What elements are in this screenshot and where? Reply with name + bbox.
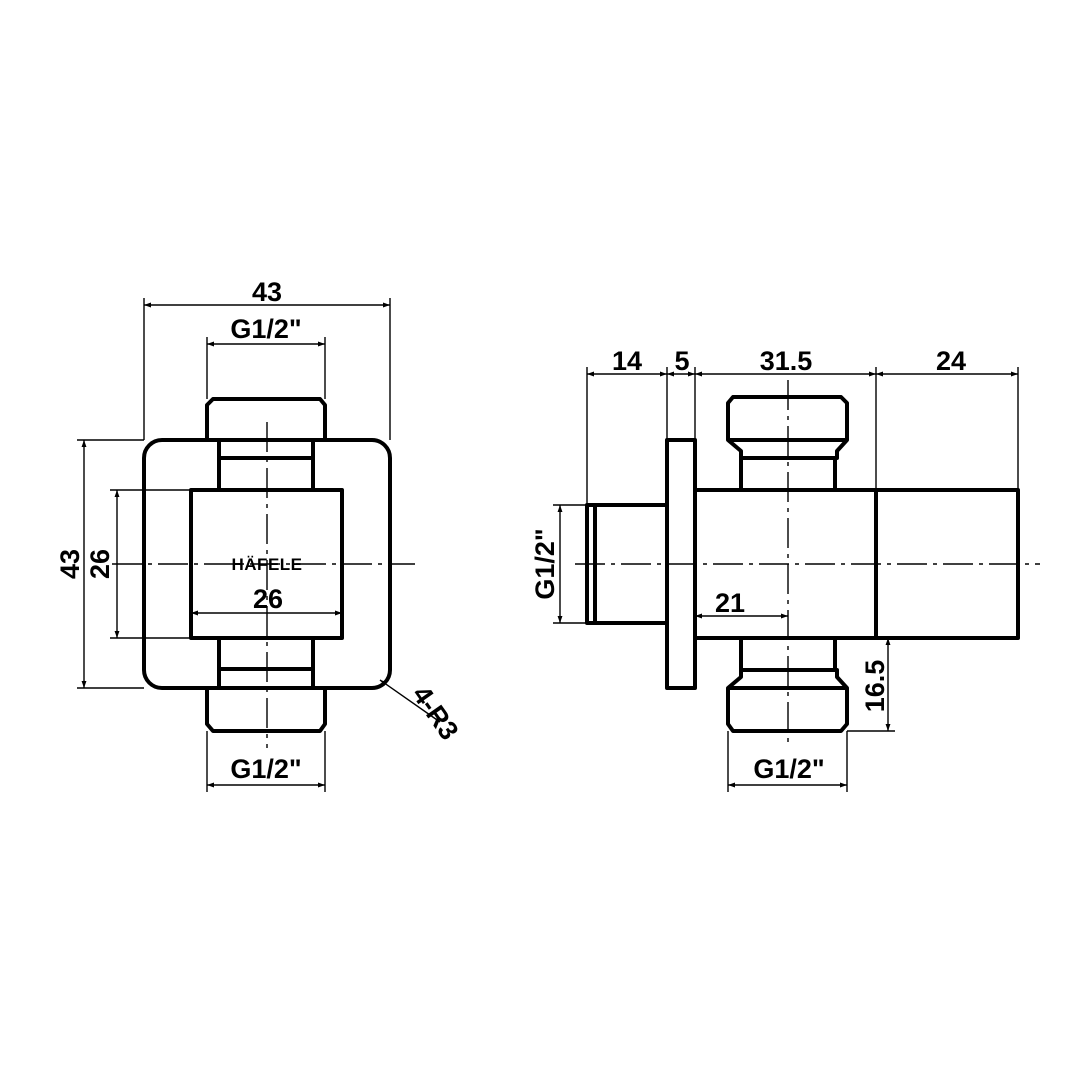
corner-radius-label: 4-R3 — [406, 680, 464, 745]
side-view: 14 5 31.5 24 G1/2" 21 16.5 G1/2" — [530, 346, 1040, 792]
dim-outlet-thread-label: G1/2" — [753, 754, 824, 784]
side-bottom-connector — [726, 638, 849, 733]
dim-inlet-thread-label: G1/2" — [530, 528, 560, 599]
dim-inner-length-21-label: 21 — [715, 588, 745, 618]
dim-inlet-length-label: 14 — [612, 346, 642, 376]
front-bottom-connector — [205, 638, 327, 733]
dim-width-43-label: 43 — [252, 277, 282, 307]
brand-logo-text: HÄFELE — [232, 555, 303, 574]
dim-top-thread-label: G1/2" — [230, 314, 301, 344]
dim-inner-width-26-label: 26 — [253, 584, 283, 614]
dim-bottom-thread-label: G1/2" — [230, 754, 301, 784]
dim-handle-length-label: 24 — [936, 346, 966, 376]
dim-height-43-label: 43 — [55, 549, 85, 579]
front-top-connector — [205, 397, 327, 490]
dim-flange-thickness-label: 5 — [674, 346, 689, 376]
front-inner-square — [189, 488, 344, 640]
front-view: HÄFELE 43 G1/2" G1/2" 43 26 26 4-R3 — [55, 277, 464, 792]
dim-inner-height-26-label: 26 — [85, 549, 115, 579]
corner-radius-leader — [379, 679, 441, 723]
dim-body-length-label: 31.5 — [760, 346, 813, 376]
side-top-connector — [726, 395, 849, 490]
dim-outlet-offset-label: 16.5 — [860, 660, 890, 713]
